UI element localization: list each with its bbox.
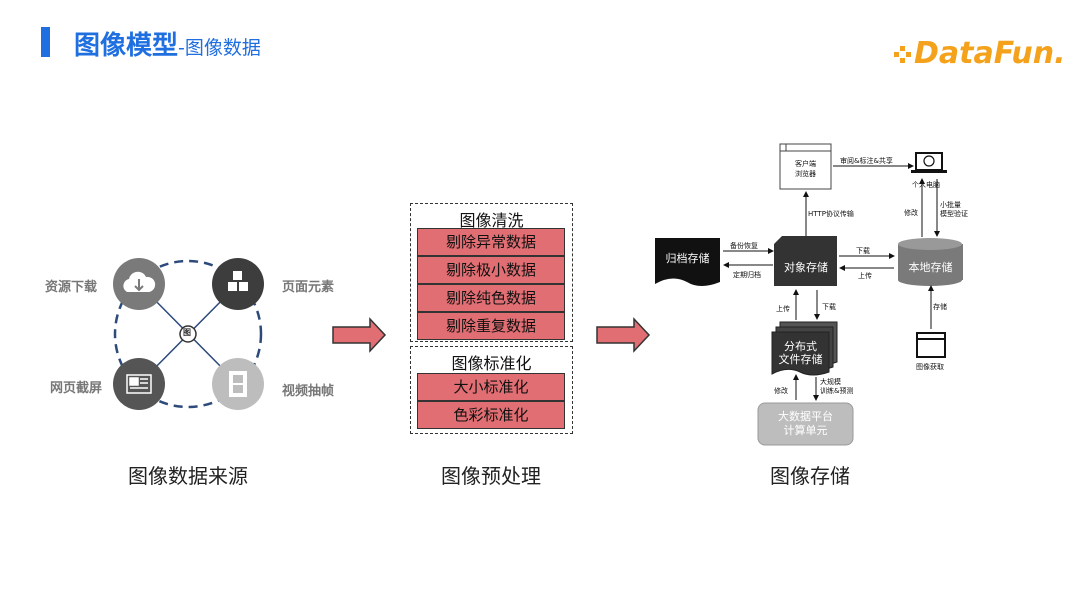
edge-label-train: 大规模 训练&预测 [820,378,854,395]
edge-label-download-local: 下载 [856,247,870,255]
newspaper-icon [126,374,152,394]
object-storage-shape [774,236,837,286]
client-browser-label: 客户端 浏览器 [795,160,816,178]
edge-label-store: 存储 [933,303,947,311]
bigdata-platform-box [757,402,854,446]
clean-item-tiny: 剔除极小数据 [417,256,565,284]
local-storage-cylinder [898,238,963,286]
arrow-to-preprocess [332,317,387,353]
edge-label-small-batch: 小批量 模型验证 [940,201,968,218]
page-title-main: 图像模型 [74,31,179,61]
edge-label-modify-pc: 修改 [904,209,918,217]
object-storage-label: 对象存储 [784,261,828,274]
pc-icon [911,152,947,173]
storage-caption: 图像存储 [770,464,850,488]
screenshot-node [113,358,165,410]
dfs-stack [771,321,838,376]
logo-text: DataFun. [914,36,1066,71]
cleaning-title: 图像清洗 [459,211,524,230]
clean-item-duplicate: 剔除重复数据 [417,312,565,340]
logo-dots-icon [894,45,912,64]
edge-label-http: HTTP协议传输 [808,210,854,218]
datafun-logo: DataFun. [894,36,1065,71]
source-label-video-frame: 视频抽帧 [282,384,335,399]
edge-label-modify-bd: 修改 [774,387,788,395]
local-storage-label: 本地存储 [908,261,953,274]
image-acquire-icon [916,332,946,358]
page-element-node [212,258,264,310]
archive-label: 归档存储 [665,252,710,265]
image-acquire-label: 图像获取 [916,363,944,371]
edge-label-upload-dfs: 上传 [776,305,790,313]
clean-item-abnormal: 剔除异常数据 [417,228,565,256]
source-label-page-element: 页面元素 [282,280,335,295]
sources-ring [113,259,263,409]
edge-label-backup: 备份恢复 [730,242,758,250]
pc-label: 个人电脑 [912,181,940,189]
page-title: 图像模型-图像数据 [74,25,261,62]
edge-label-review: 审阅&标注&共享 [840,157,893,165]
clean-item-solid: 剔除纯色数据 [417,284,565,312]
std-item-size: 大小标准化 [417,373,565,401]
source-label-screenshot: 网页截屏 [50,381,103,396]
archive-storage-shape [655,238,720,286]
std-item-color: 色彩标准化 [417,401,565,429]
center-glyph: 图 [183,328,191,337]
edge-label-archive-periodic: 定期归档 [733,271,761,279]
cloud-download-icon [123,271,156,292]
edge-label-upload-local: 上传 [858,272,872,280]
cubes-icon [228,271,248,291]
film-icon [229,371,247,397]
arrow-to-storage [596,317,651,353]
dfs-label: 分布式 文件存储 [778,340,823,366]
sources-caption: 图像数据来源 [128,464,248,488]
title-accent-bar [41,27,50,57]
standardize-title: 图像标准化 [451,354,532,373]
center-image-icon [179,325,197,343]
preprocess-caption: 图像预处理 [441,464,541,488]
source-label-download: 资源下载 [45,280,98,295]
page-title-sub: -图像数据 [178,37,261,59]
bigdata-label: 大数据平台 计算单元 [778,410,833,437]
edge-label-download-dfs: 下载 [822,303,836,311]
